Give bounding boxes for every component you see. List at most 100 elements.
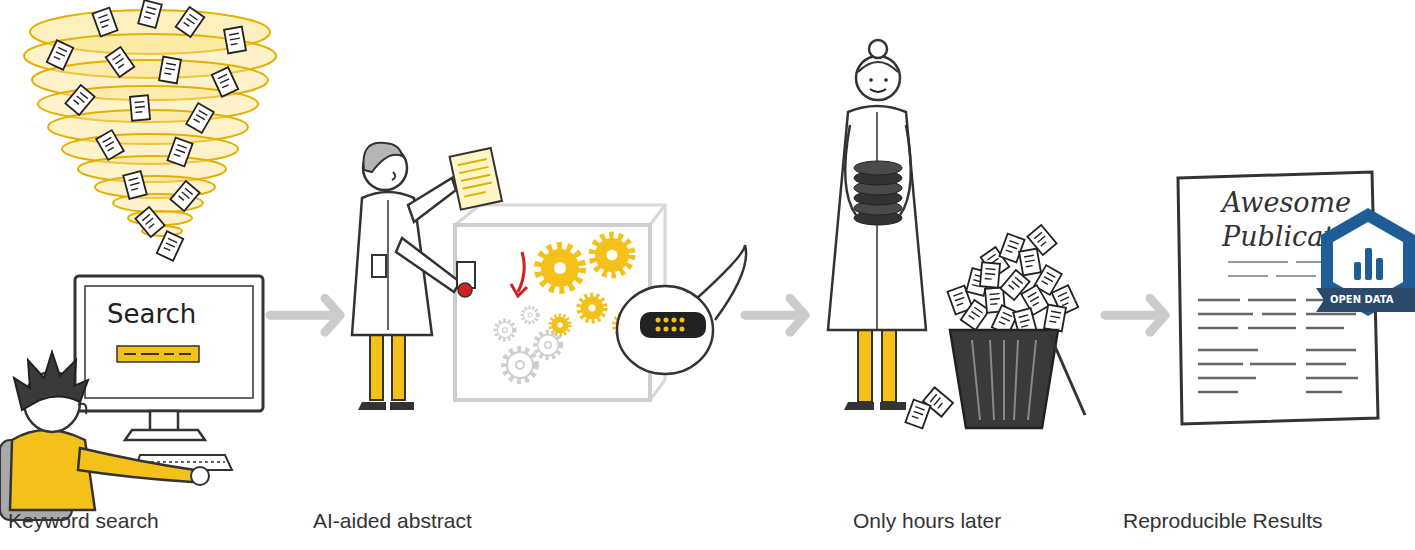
scientist-part: [450, 148, 502, 210]
step-caption: Reproducible Results: [1123, 508, 1323, 534]
researcher-part: [884, 78, 888, 82]
paper-tornado-part: [224, 27, 246, 54]
researcher: [828, 40, 926, 410]
paper-tornado-part: [159, 57, 181, 84]
scientist-part: [458, 283, 472, 297]
ai-machine-part: [535, 332, 561, 358]
paper-tornado-part: [65, 85, 94, 115]
computer-monitor-part: [85, 286, 253, 398]
trash-can-part: [961, 300, 990, 330]
paper-tornado-part: [176, 7, 205, 37]
scientist-part: [408, 178, 456, 222]
robot-head: [617, 245, 746, 374]
paper-tornado-part: [123, 171, 147, 199]
trash-can-part: [1027, 225, 1056, 255]
computer-monitor-part: [125, 430, 205, 440]
badge-text: OPEN DATA: [1330, 292, 1394, 308]
scientist-part: [387, 200, 389, 330]
ai-machine-part: [538, 246, 582, 290]
robot-head-part: [640, 312, 706, 338]
researcher-part: [869, 40, 887, 58]
open-data-badge-part: [1316, 288, 1415, 312]
paper-tornado-part: [130, 95, 150, 120]
computer-monitor-part: [75, 276, 263, 411]
screen-text: Search: [107, 298, 196, 330]
ai-machine-part: [504, 349, 536, 381]
scientist-part: [396, 238, 460, 292]
scientist-part-part: [450, 148, 502, 210]
researcher-part: [845, 125, 911, 215]
scientist-part: [372, 255, 386, 277]
step-panel: AI-aided abstract: [340, 0, 745, 550]
flow-arrow: [1105, 298, 1165, 332]
scientist-part: [392, 172, 395, 180]
publication-page-part: [1198, 300, 1296, 392]
robot-head-part: [672, 318, 677, 323]
robot-head-part: [664, 318, 669, 323]
ai-machine-part: [518, 252, 524, 292]
paper-tornado-part: [106, 47, 135, 77]
paper-tornado-part: [170, 181, 199, 211]
flow-arrow: [745, 298, 805, 332]
ai-machine-part: [511, 284, 527, 296]
robot-head-part: [656, 327, 661, 332]
scientist-part: [358, 402, 414, 410]
paper-tornado: [24, 0, 276, 261]
paper-tornado-part: [167, 138, 192, 167]
person-at-computer-part: [78, 404, 86, 414]
computer-monitor: [75, 276, 263, 470]
researcher-part: [828, 106, 926, 330]
person-at-computer: [0, 352, 209, 520]
publication-page-part: [1228, 262, 1326, 276]
robot-head-part: [680, 318, 685, 323]
paper-tornado-part: [135, 207, 164, 237]
paper-tornado-part: [138, 0, 162, 28]
researcher-part: [882, 322, 896, 402]
researcher-part: [869, 78, 873, 82]
robot-head-part: [672, 327, 677, 332]
robot-head-part: [617, 286, 713, 374]
researcher-part: [844, 402, 906, 410]
paper-tornado-part: [96, 130, 124, 160]
trash-can-part: [1019, 249, 1041, 276]
ai-machine-part: [592, 235, 632, 275]
trash-can-part: [980, 262, 1000, 287]
trash-can-part: [950, 330, 1058, 428]
researcher-part: [854, 161, 902, 175]
researcher-part: [858, 322, 872, 402]
ai-machine-part: [495, 320, 514, 339]
step-panel: Keyword search: [0, 0, 270, 550]
person-at-computer-part: [14, 352, 88, 410]
robot-head-part: [656, 318, 661, 323]
researcher-part: [858, 62, 898, 72]
trash-can: [905, 225, 1085, 428]
scientist-part-part: [458, 159, 494, 197]
paper-tornado-part: [212, 67, 238, 96]
open-data-badge-part: [1354, 262, 1361, 280]
paper-tornado-part: [186, 103, 214, 133]
trash-can-part: [1050, 335, 1085, 415]
paper-tornado-part: [92, 8, 117, 37]
open-data-badge-part: [1365, 248, 1372, 280]
computer-monitor-part: [124, 353, 191, 355]
trash-can-part: [905, 400, 930, 429]
computer-monitor-part: [117, 346, 199, 362]
publication-page-part: [1306, 300, 1358, 392]
scientist: [352, 143, 502, 410]
robot-head-part: [664, 327, 669, 332]
scientist-part: [363, 143, 402, 172]
step-caption: AI-aided abstract: [313, 508, 472, 534]
open-data-badge-part: [1376, 258, 1383, 280]
researcher-part: [856, 56, 900, 100]
flow-arrow: [270, 298, 340, 332]
paper-tornado-part: [157, 231, 183, 260]
person-at-computer-part: [78, 448, 195, 482]
step-panel: Only hours later: [805, 0, 1105, 550]
trash-can-part: [1044, 305, 1066, 332]
person-at-computer-part: [191, 467, 209, 485]
researcher-part: [870, 89, 886, 92]
ai-machine-part: [522, 307, 538, 323]
